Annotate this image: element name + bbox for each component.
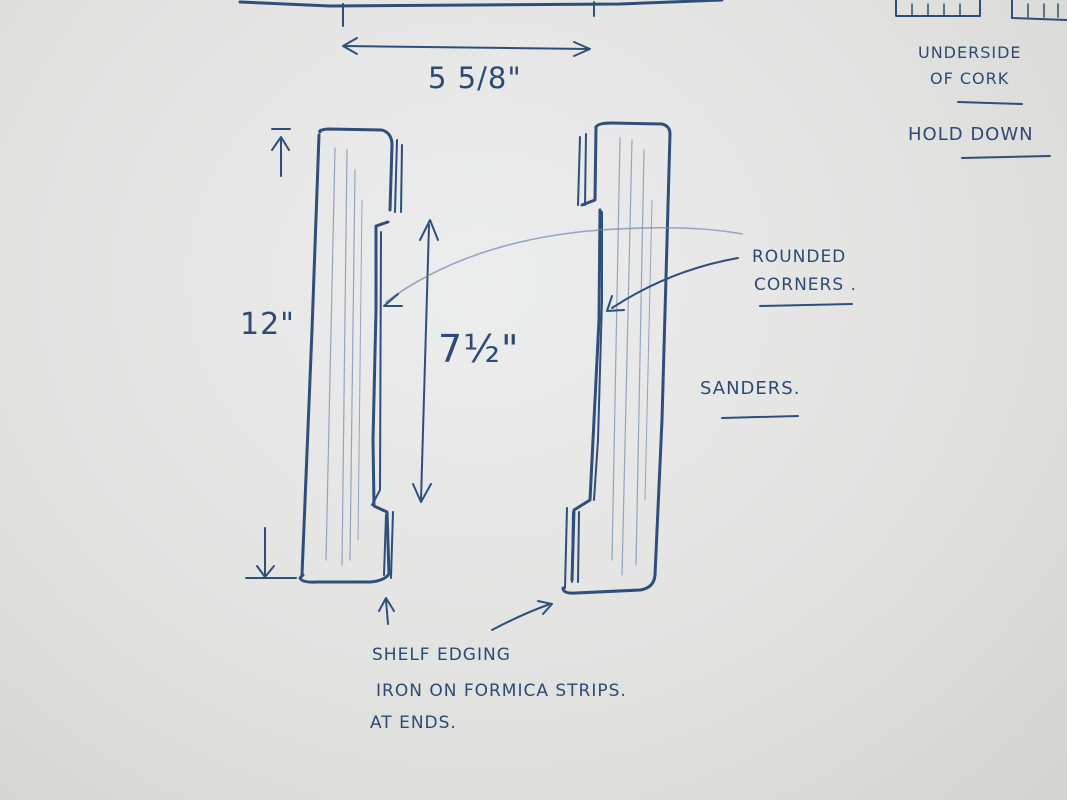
underside-underline [957,101,1023,105]
shelf-edging-line3: AT ENDS. [370,713,457,733]
shelf-edging-arrow [491,600,553,631]
left-strip [298,127,403,584]
width-dimension-arrow [342,37,591,57]
hold-down-label: HOLD DOWN [908,124,1034,145]
shelf-edging-line2: IRON ON FORMICA STRIPS. [376,681,627,701]
underside-label-line2: OF CORK [930,69,1009,88]
inner-label: 7½" [438,327,520,371]
width-label: 5 5/8" [428,61,522,95]
right-strip [561,121,672,595]
shelf-edging-line1: SHELF EDGING [372,645,511,665]
left-edge-arrow [378,597,395,625]
top-partial-drawing [238,0,724,27]
sanders-label: SANDERS. [700,378,800,399]
rounded-corners-line2: CORNERS . [754,275,857,295]
height-dimension [245,128,297,579]
height-label: 12" [240,307,295,342]
rounded-corners-line1: ROUNDED [752,247,846,267]
sanders-underline [721,415,799,419]
underside-label-line1: UNDERSIDE [918,43,1022,62]
rounded-corners-underline [759,303,853,307]
inner-dimension [412,219,439,503]
hold-down-underline [961,155,1051,159]
underside-sketch [895,0,1067,21]
rounded-corners-leaders [383,226,743,312]
